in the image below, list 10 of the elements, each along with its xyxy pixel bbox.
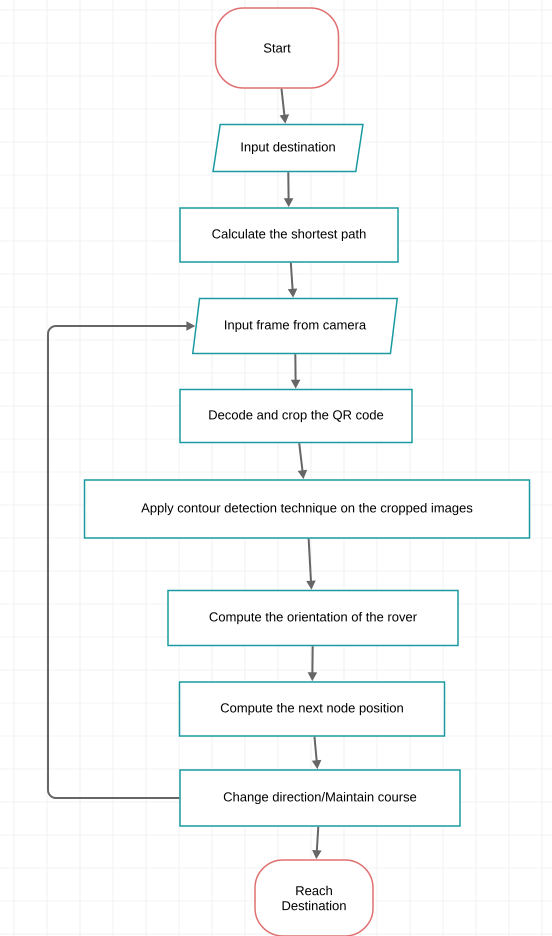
process-box: Decode and crop the QR code <box>179 388 413 444</box>
process-box: Change direction/Maintain course <box>179 769 461 827</box>
process-box: Compute the next node position <box>178 681 446 737</box>
process-box: Calculate the shortest path <box>179 207 399 263</box>
input-parallelogram: Input destination <box>212 124 364 172</box>
terminal-box: Start <box>214 7 340 89</box>
process-box: Compute the orientation of the rover <box>167 590 459 646</box>
node-label: Reach Destination <box>282 886 346 910</box>
terminal-box: Reach Destination <box>254 859 374 936</box>
process-box: Apply contour detection technique on the cropped images <box>84 479 530 539</box>
